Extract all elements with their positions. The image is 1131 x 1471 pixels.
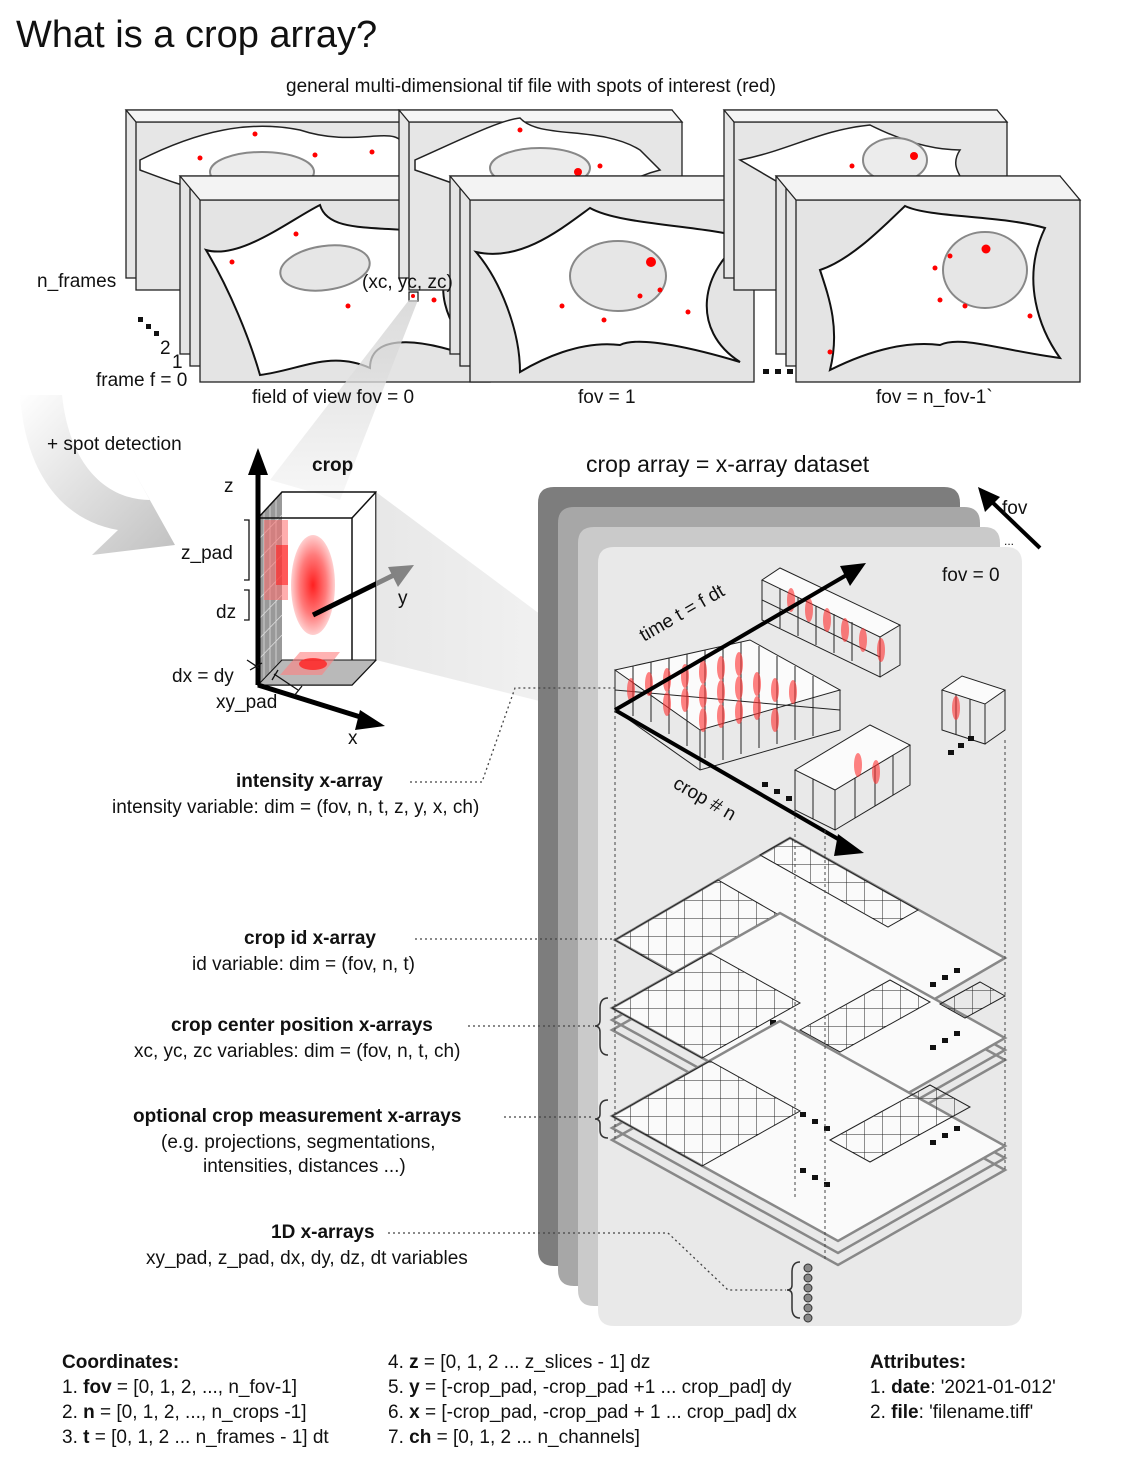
coordinates-col-2: 4. z = [0, 1, 2 ... z_slices - 1] dz 5. …	[388, 1350, 797, 1450]
cropid-desc: id variable: dim = (fov, n, t)	[192, 954, 415, 975]
braces	[594, 997, 609, 1139]
optional-desc1: (e.g. projections, segmentations,	[161, 1132, 436, 1153]
center-title: crop center position x-arrays	[171, 1015, 433, 1036]
attr-item: 1. date: '2021-01-012'	[870, 1377, 1056, 1398]
optional-title: optional crop measurement x-arrays	[133, 1106, 462, 1127]
attributes-heading: Attributes:	[870, 1352, 967, 1373]
oned-title: 1D x-arrays	[271, 1222, 375, 1243]
coord-item: 1. fov = [0, 1, 2, ..., n_fov-1]	[62, 1377, 297, 1398]
coordinates-col-1: Coordinates: 1. fov = [0, 1, 2, ..., n_f…	[62, 1350, 329, 1450]
crop-x-label: x	[348, 728, 358, 749]
intensity-voxel-grid	[613, 567, 1007, 831]
spot-coord-label: (xc, yc, zc)	[362, 272, 453, 293]
coord-item: 7. ch = [0, 1, 2 ... n_channels]	[388, 1427, 640, 1448]
dataset-title: crop array = x-array dataset	[586, 451, 870, 477]
cropid-title: crop id x-array	[244, 928, 376, 949]
coord-item: 3. t = [0, 1, 2 ... n_frames - 1] dt	[62, 1427, 329, 1448]
top-caption: general multi-dimensional tif file with …	[286, 76, 776, 97]
center-position-grids	[609, 911, 1008, 1157]
fovN-label: fov = n_fov-1`	[876, 387, 993, 408]
crop-dimension-brackets	[244, 519, 303, 697]
oned-arrays	[786, 1261, 813, 1323]
coord-item: 4. z = [0, 1, 2 ... z_slices - 1] dz	[388, 1352, 651, 1373]
dz-label: dz	[216, 602, 237, 623]
crop-y-label: y	[398, 588, 408, 609]
dxdy-label: dx = dy	[172, 666, 234, 687]
coord-item: 5. y = [-crop_pad, -crop_pad +1 ... crop…	[388, 1377, 792, 1398]
measurement-grids	[609, 1019, 1008, 1267]
attributes-col: Attributes: 1. date: '2021-01-012' 2. fi…	[870, 1350, 1056, 1425]
fov1-stack	[397, 109, 756, 383]
center-desc: xc, yc, zc variables: dim = (fov, n, t, …	[134, 1041, 461, 1062]
spot-detection-arrow	[20, 395, 175, 555]
coord-item: 2. n = [0, 1, 2, ..., n_crops -1]	[62, 1402, 307, 1423]
fov-axis-label: fov	[1002, 498, 1028, 519]
panel-fov0-label: fov = 0	[942, 565, 1000, 586]
optional-desc2: intensities, distances ...)	[203, 1156, 406, 1177]
frame-one-label: 1	[172, 352, 183, 373]
crop-z-label: z	[224, 476, 234, 497]
coordinates-heading: Coordinates:	[62, 1352, 180, 1373]
guide-lines	[614, 710, 1006, 1260]
intensity-desc: intensity variable: dim = (fov, n, t, z,…	[112, 797, 480, 818]
fov-arrow	[978, 487, 1042, 550]
fov-axis-dots: ...	[1004, 534, 1015, 548]
crop-box	[256, 491, 378, 686]
fov1-label: fov = 1	[578, 387, 636, 408]
crop-title: crop	[312, 455, 354, 476]
frame-zero-label: frame f = 0	[96, 370, 188, 391]
xy-pad-label: xy_pad	[216, 692, 278, 713]
page-title: What is a crop array?	[16, 14, 378, 56]
intensity-title: intensity x-array	[236, 771, 383, 792]
n-frames-label: n_frames	[37, 271, 117, 292]
frame-dots	[138, 317, 159, 336]
attr-item: 2. file: 'filename.tiff'	[870, 1402, 1034, 1423]
oned-desc: xy_pad, z_pad, dx, dy, dz, dt variables	[146, 1248, 468, 1269]
zoom-cone	[270, 300, 418, 500]
fov-dots	[763, 369, 793, 374]
intensity-axes	[613, 563, 866, 856]
fovN-stack	[722, 109, 1082, 383]
coord-item: 6. x = [-crop_pad, -crop_pad + 1 ... cro…	[388, 1402, 797, 1423]
z-pad-label: z_pad	[181, 543, 233, 564]
frame-two-label: 2	[160, 338, 171, 359]
fov0-label: field of view fov = 0	[252, 387, 415, 408]
leader-lines	[388, 687, 786, 1291]
spot-detection-label: + spot detection	[47, 434, 182, 455]
